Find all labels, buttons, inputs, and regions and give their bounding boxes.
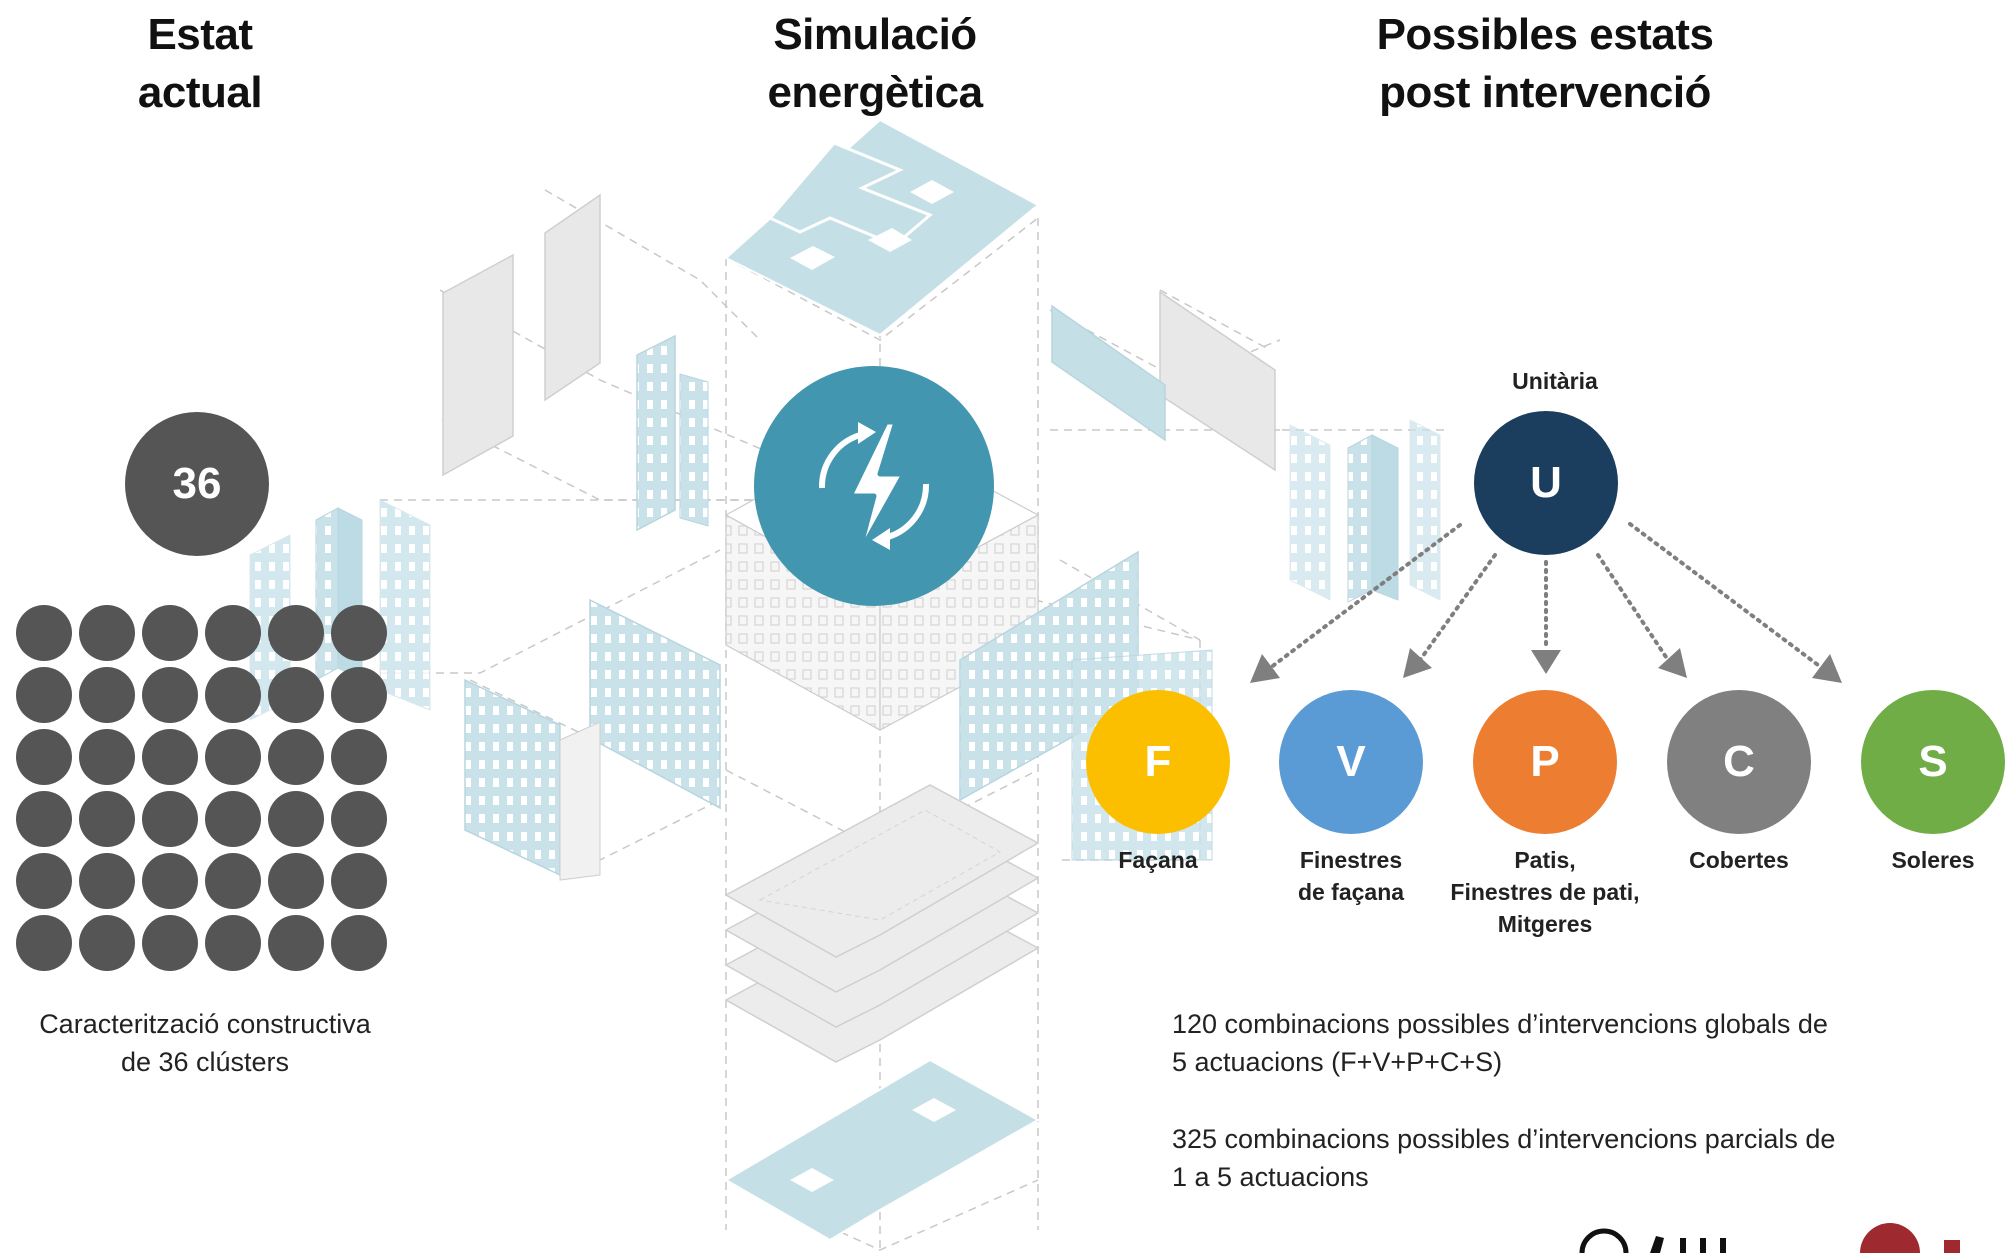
unitaria-circle: U	[1474, 411, 1618, 555]
cluster-dot	[205, 605, 261, 661]
cluster-dot	[331, 729, 387, 785]
global-combinations-note: 120 combinacions possibles d’intervencio…	[1172, 1009, 1828, 1077]
energy-bolt-cycle-icon	[818, 419, 930, 559]
partial-combinations-note: 325 combinacions possibles d’intervencio…	[1172, 1124, 1836, 1192]
cluster-dot	[268, 791, 324, 847]
cluster-dot	[331, 915, 387, 971]
cluster-dot	[331, 791, 387, 847]
cluster-dot	[16, 729, 72, 785]
energy-simulation-circle	[754, 366, 994, 606]
cluster-dot	[79, 791, 135, 847]
cluster-dot	[205, 853, 261, 909]
facana-label: Façana	[1118, 847, 1198, 873]
cobertes-label: Cobertes	[1689, 847, 1789, 873]
cluster-dot	[142, 667, 198, 723]
clusters-caption: Caracterització constructiva de 36 clúst…	[39, 1009, 371, 1077]
cluster-dot	[79, 667, 135, 723]
soleres-label: Soleres	[1891, 847, 1975, 873]
cluster-dot	[331, 853, 387, 909]
finestres-circle: V	[1279, 690, 1423, 834]
cluster-dot	[142, 729, 198, 785]
cluster-count-value: 36	[172, 459, 222, 508]
cluster-dot	[79, 605, 135, 661]
soleres-circle: S	[1861, 690, 2005, 834]
cobertes-circle: C	[1667, 690, 1811, 834]
cluster-dot	[205, 791, 261, 847]
cluster-dot	[142, 791, 198, 847]
cluster-dot	[142, 853, 198, 909]
patis-circle: P	[1473, 690, 1617, 834]
cluster-dot	[268, 667, 324, 723]
cluster-dot	[268, 915, 324, 971]
cluster-dot	[205, 915, 261, 971]
cluster-dot	[205, 729, 261, 785]
cluster-dot	[331, 605, 387, 661]
patis-label: Patis,Finestres de pati,Mitgeres	[1450, 847, 1640, 937]
cluster-dot	[16, 667, 72, 723]
cluster-dot	[79, 915, 135, 971]
cluster-dot	[16, 605, 72, 661]
cluster-dot	[79, 729, 135, 785]
cluster-dot	[16, 791, 72, 847]
cluster-dot	[331, 667, 387, 723]
unitaria-label: Unitària	[1512, 368, 1598, 394]
cluster-dot-grid	[16, 605, 396, 971]
cluster-dot	[268, 853, 324, 909]
cluster-dot	[142, 605, 198, 661]
cluster-dot	[268, 729, 324, 785]
cluster-dot	[268, 605, 324, 661]
facana-circle: F	[1086, 690, 1230, 834]
cluster-dot	[16, 915, 72, 971]
cluster-dot	[16, 853, 72, 909]
cluster-dot	[205, 667, 261, 723]
footer-logo-fragments	[1579, 1223, 1960, 1253]
cluster-count-circle: 36	[125, 412, 269, 556]
cluster-dot	[142, 915, 198, 971]
cluster-dot	[79, 853, 135, 909]
